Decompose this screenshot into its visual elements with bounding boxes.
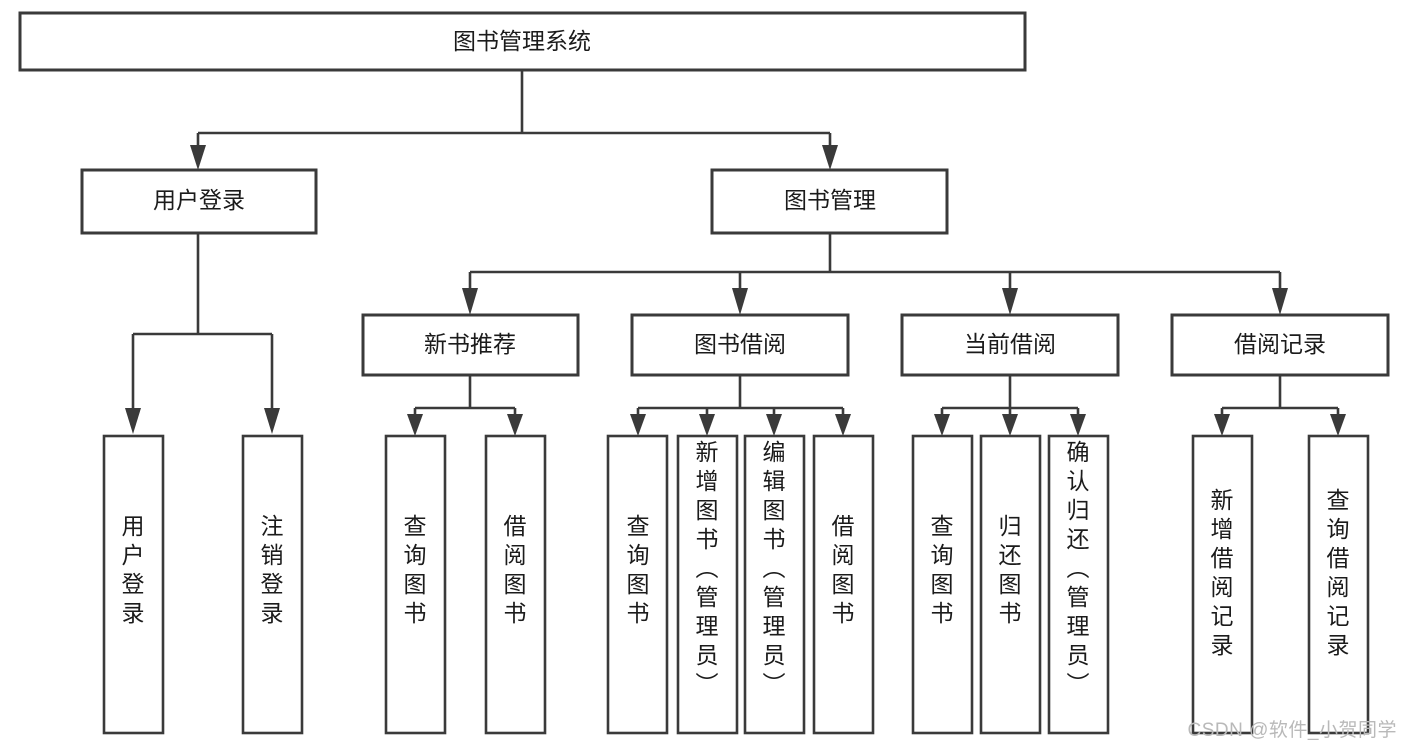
- node-borrow-record-box: [1170, 313, 1390, 377]
- node-borrow-record[interactable]: 借阅记录: [1170, 313, 1390, 377]
- leaf-node-borrow-edit-book-box: [743, 434, 806, 735]
- leaf-node-user-login-label: 用户登录: [122, 513, 145, 626]
- node-root-system-box: [18, 11, 1027, 72]
- arrow-to-leaf-logout: [264, 408, 280, 434]
- arrow-record-leaf-2: [1330, 414, 1346, 436]
- node-new-book-recommend-label: 新书推荐: [424, 331, 516, 357]
- leaf-node-borrow-query-book[interactable]: 查询图书: [606, 434, 669, 735]
- arrow-recommend-leaf-1: [407, 414, 423, 436]
- arrow-to-new-book-recommend: [462, 288, 478, 315]
- node-current-borrow-label: 当前借阅: [964, 331, 1056, 357]
- arrow-borrow-leaf-2: [699, 414, 715, 436]
- leaf-node-record-add-box: [1191, 434, 1254, 735]
- leaf-node-user-login[interactable]: 用户登录: [102, 434, 165, 735]
- arrow-current-leaf-1: [934, 414, 950, 436]
- node-borrow-record-label: 借阅记录: [1234, 331, 1326, 357]
- arrow-record-leaf-1: [1214, 414, 1230, 436]
- leaf-node-current-confirm-return-label: 确认归还︵管理员︶: [1067, 439, 1090, 697]
- leaf-node-borrow-add-book-label: 新增图书︵管理员︶: [696, 439, 719, 697]
- arrow-borrow-leaf-4: [835, 414, 851, 436]
- node-new-book-recommend-box: [361, 313, 580, 377]
- arrow-to-leaf-user-login: [125, 408, 141, 434]
- leaf-node-recommend-borrow-book-label: 借阅图书: [504, 513, 527, 626]
- leaf-node-record-add-label: 新增借阅记录: [1211, 487, 1234, 658]
- leaf-node-record-add[interactable]: 新增借阅记录: [1191, 434, 1254, 735]
- leaf-node-borrow-add-book[interactable]: 新增图书︵管理员︶: [676, 434, 739, 735]
- leaf-node-borrow-query-book-label: 查询图书: [627, 513, 650, 626]
- leaf-node-recommend-query-book-label: 查询图书: [404, 513, 427, 626]
- arrow-current-leaf-3: [1070, 414, 1086, 436]
- leaf-node-current-confirm-return-box: [1047, 434, 1110, 735]
- node-current-borrow[interactable]: 当前借阅: [900, 313, 1120, 377]
- arrow-current-leaf-2: [1002, 414, 1018, 436]
- arrow-borrow-leaf-3: [766, 414, 782, 436]
- node-book-borrow-label: 图书借阅: [694, 331, 786, 357]
- node-user-login[interactable]: 用户登录: [80, 168, 318, 235]
- leaf-node-borrow-borrow-book-box: [812, 434, 875, 735]
- arrow-borrow-leaf-1: [630, 414, 646, 436]
- leaf-node-current-query-book[interactable]: 查询图书: [911, 434, 974, 735]
- leaf-node-borrow-edit-book-label: 编辑图书︵管理员︶: [763, 439, 786, 697]
- leaf-node-recommend-query-book-box: [384, 434, 447, 735]
- leaf-node-recommend-borrow-book[interactable]: 借阅图书: [484, 434, 547, 735]
- node-book-borrow[interactable]: 图书借阅: [630, 313, 850, 377]
- leaf-node-logout-box: [241, 434, 304, 735]
- leaf-node-record-query-label: 查询借阅记录: [1327, 487, 1350, 658]
- node-book-management-label: 图书管理: [784, 187, 876, 213]
- arrow-to-borrow-record: [1272, 288, 1288, 315]
- leaf-node-recommend-query-book[interactable]: 查询图书: [384, 434, 447, 735]
- leaf-node-current-query-book-label: 查询图书: [931, 513, 954, 626]
- leaf-node-current-confirm-return[interactable]: 确认归还︵管理员︶: [1047, 434, 1110, 735]
- leaf-node-borrow-edit-book[interactable]: 编辑图书︵管理员︶: [743, 434, 806, 735]
- node-user-login-label: 用户登录: [153, 187, 245, 213]
- arrow-to-book-borrow: [732, 288, 748, 315]
- node-root-system-label: 图书管理系统: [453, 28, 591, 54]
- node-user-login-box: [80, 168, 318, 235]
- leaf-node-borrow-add-book-box: [676, 434, 739, 735]
- leaf-node-borrow-query-book-box: [606, 434, 669, 735]
- leaf-node-current-query-book-box: [911, 434, 974, 735]
- arrow-root-to-user-login: [190, 145, 206, 170]
- node-book-management-box: [710, 168, 949, 235]
- leaf-node-borrow-borrow-book[interactable]: 借阅图书: [812, 434, 875, 735]
- node-book-management[interactable]: 图书管理: [710, 168, 949, 235]
- arrow-root-to-book-mgmt: [822, 145, 838, 170]
- leaf-node-record-query[interactable]: 查询借阅记录: [1307, 434, 1370, 735]
- leaf-node-logout[interactable]: 注销登录: [241, 434, 304, 735]
- connector-layer: [125, 70, 1346, 436]
- leaf-node-record-query-box: [1307, 434, 1370, 735]
- leaf-node-current-return-book-box: [979, 434, 1042, 735]
- leaf-node-logout-label: 注销登录: [261, 513, 284, 626]
- node-root-system[interactable]: 图书管理系统: [18, 11, 1027, 72]
- leaf-node-user-login-box: [102, 434, 165, 735]
- node-book-borrow-box: [630, 313, 850, 377]
- leaf-node-current-return-book-label: 归还图书: [999, 513, 1022, 626]
- leaf-node-recommend-borrow-book-box: [484, 434, 547, 735]
- leaf-node-current-return-book[interactable]: 归还图书: [979, 434, 1042, 735]
- node-new-book-recommend[interactable]: 新书推荐: [361, 313, 580, 377]
- leaf-node-borrow-borrow-book-label: 借阅图书: [832, 513, 855, 626]
- arrow-recommend-leaf-2: [507, 414, 523, 436]
- node-current-borrow-box: [900, 313, 1120, 377]
- arrow-to-current-borrow: [1002, 288, 1018, 315]
